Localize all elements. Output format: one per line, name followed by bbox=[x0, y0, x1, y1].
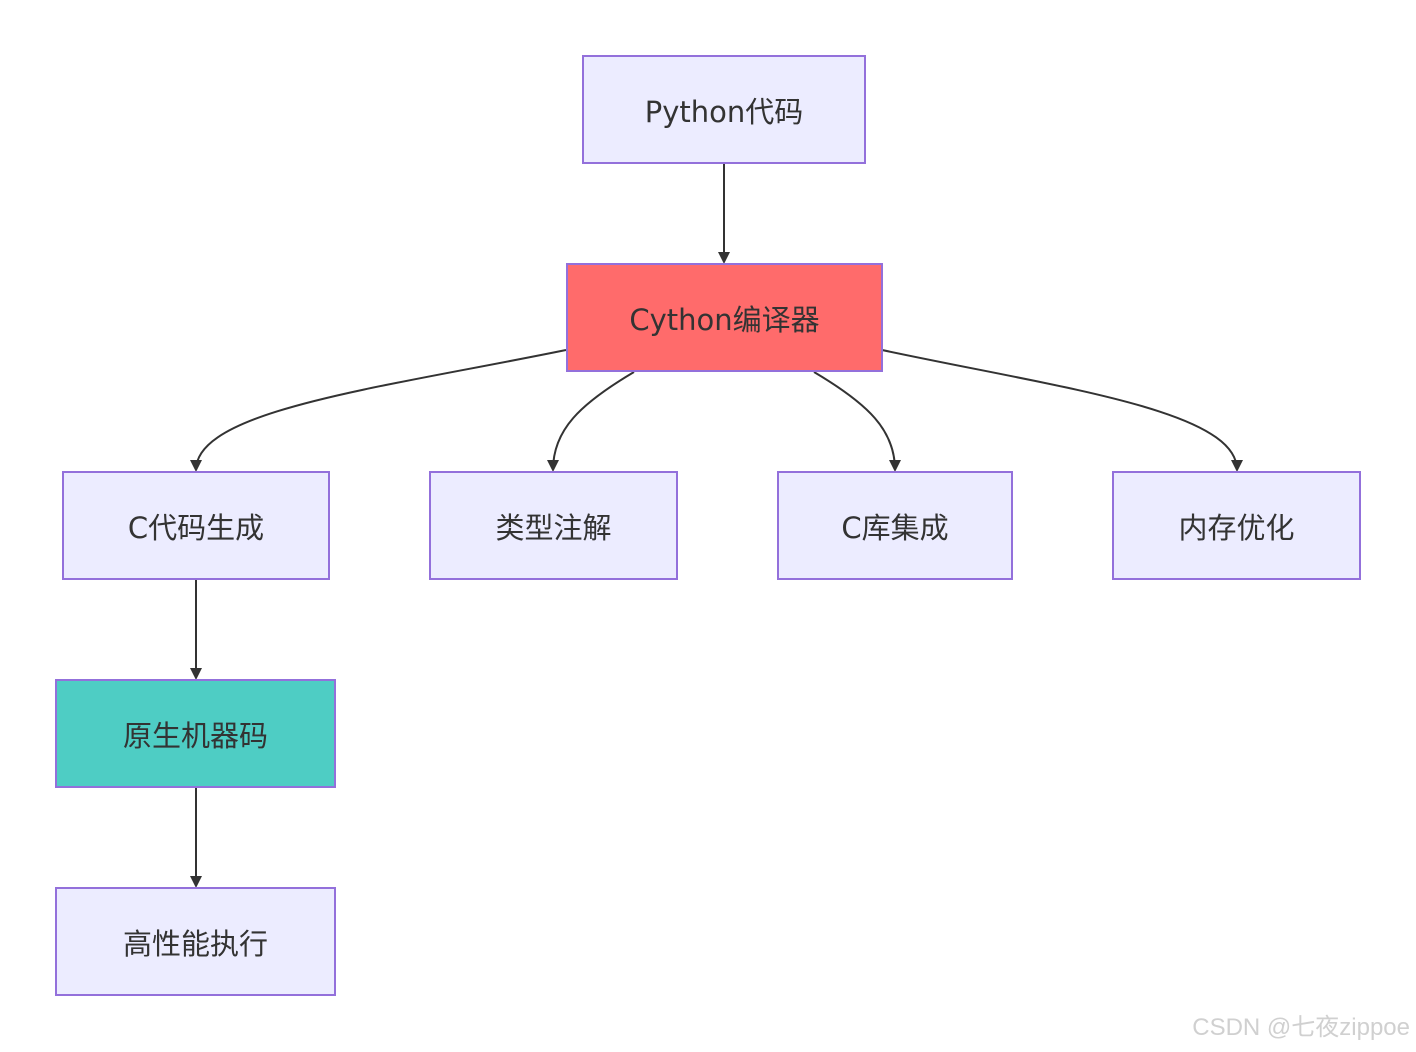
edge-cython-to-c-lib bbox=[813, 371, 901, 472]
node-python-code: Python代码 bbox=[582, 55, 866, 164]
node-label: 原生机器码 bbox=[122, 718, 268, 753]
watermark: CSDN @七夜zippoe bbox=[1192, 1014, 1410, 1041]
node-label: C代码生成 bbox=[127, 510, 265, 545]
node-c-lib-integration: C库集成 bbox=[777, 471, 1013, 580]
edge-cython-to-memory bbox=[881, 349, 1243, 472]
node-label: 类型注解 bbox=[495, 510, 612, 545]
node-label: Cython编译器 bbox=[629, 302, 820, 337]
edge-cython-to-type-annotation bbox=[547, 371, 635, 472]
node-label: 高性能执行 bbox=[122, 926, 268, 961]
node-label: Python代码 bbox=[644, 94, 804, 129]
node-high-performance-exec: 高性能执行 bbox=[55, 887, 336, 996]
node-memory-optimization: 内存优化 bbox=[1112, 471, 1361, 580]
node-cython-compiler: Cython编译器 bbox=[566, 263, 883, 372]
node-c-codegen: C代码生成 bbox=[62, 471, 330, 580]
node-label: 内存优化 bbox=[1178, 510, 1295, 545]
node-type-annotation: 类型注解 bbox=[429, 471, 678, 580]
node-native-machine-code: 原生机器码 bbox=[55, 679, 336, 788]
node-label: C库集成 bbox=[841, 510, 949, 545]
edge-cython-to-c-codegen bbox=[190, 349, 567, 472]
